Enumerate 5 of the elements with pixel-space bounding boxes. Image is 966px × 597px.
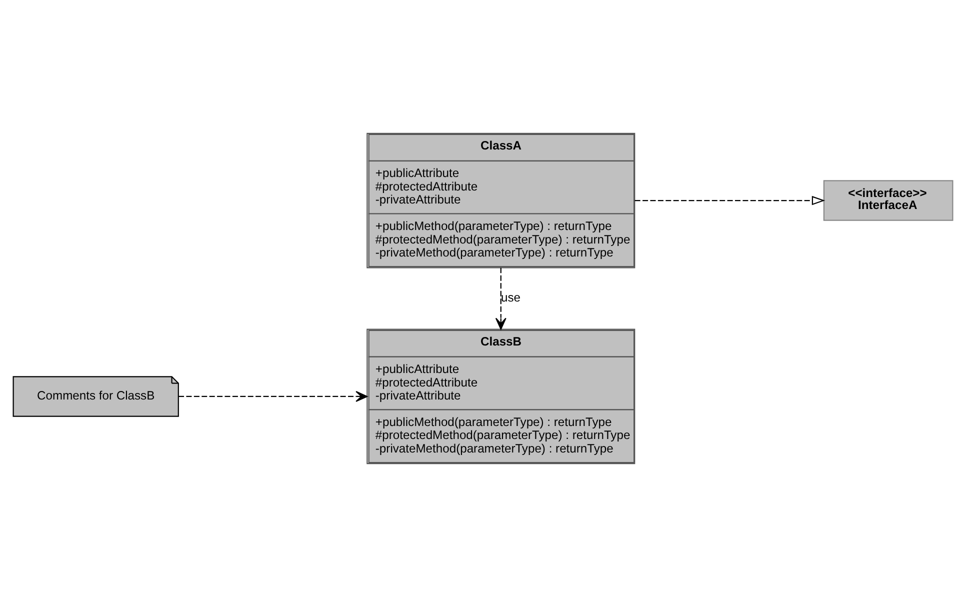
node-box: <<interface>> InterfaceA <box>823 180 954 221</box>
arrow <box>495 268 506 330</box>
arrow <box>178 390 368 402</box>
arrow <box>634 196 826 206</box>
edge-label: use <box>501 290 521 305</box>
